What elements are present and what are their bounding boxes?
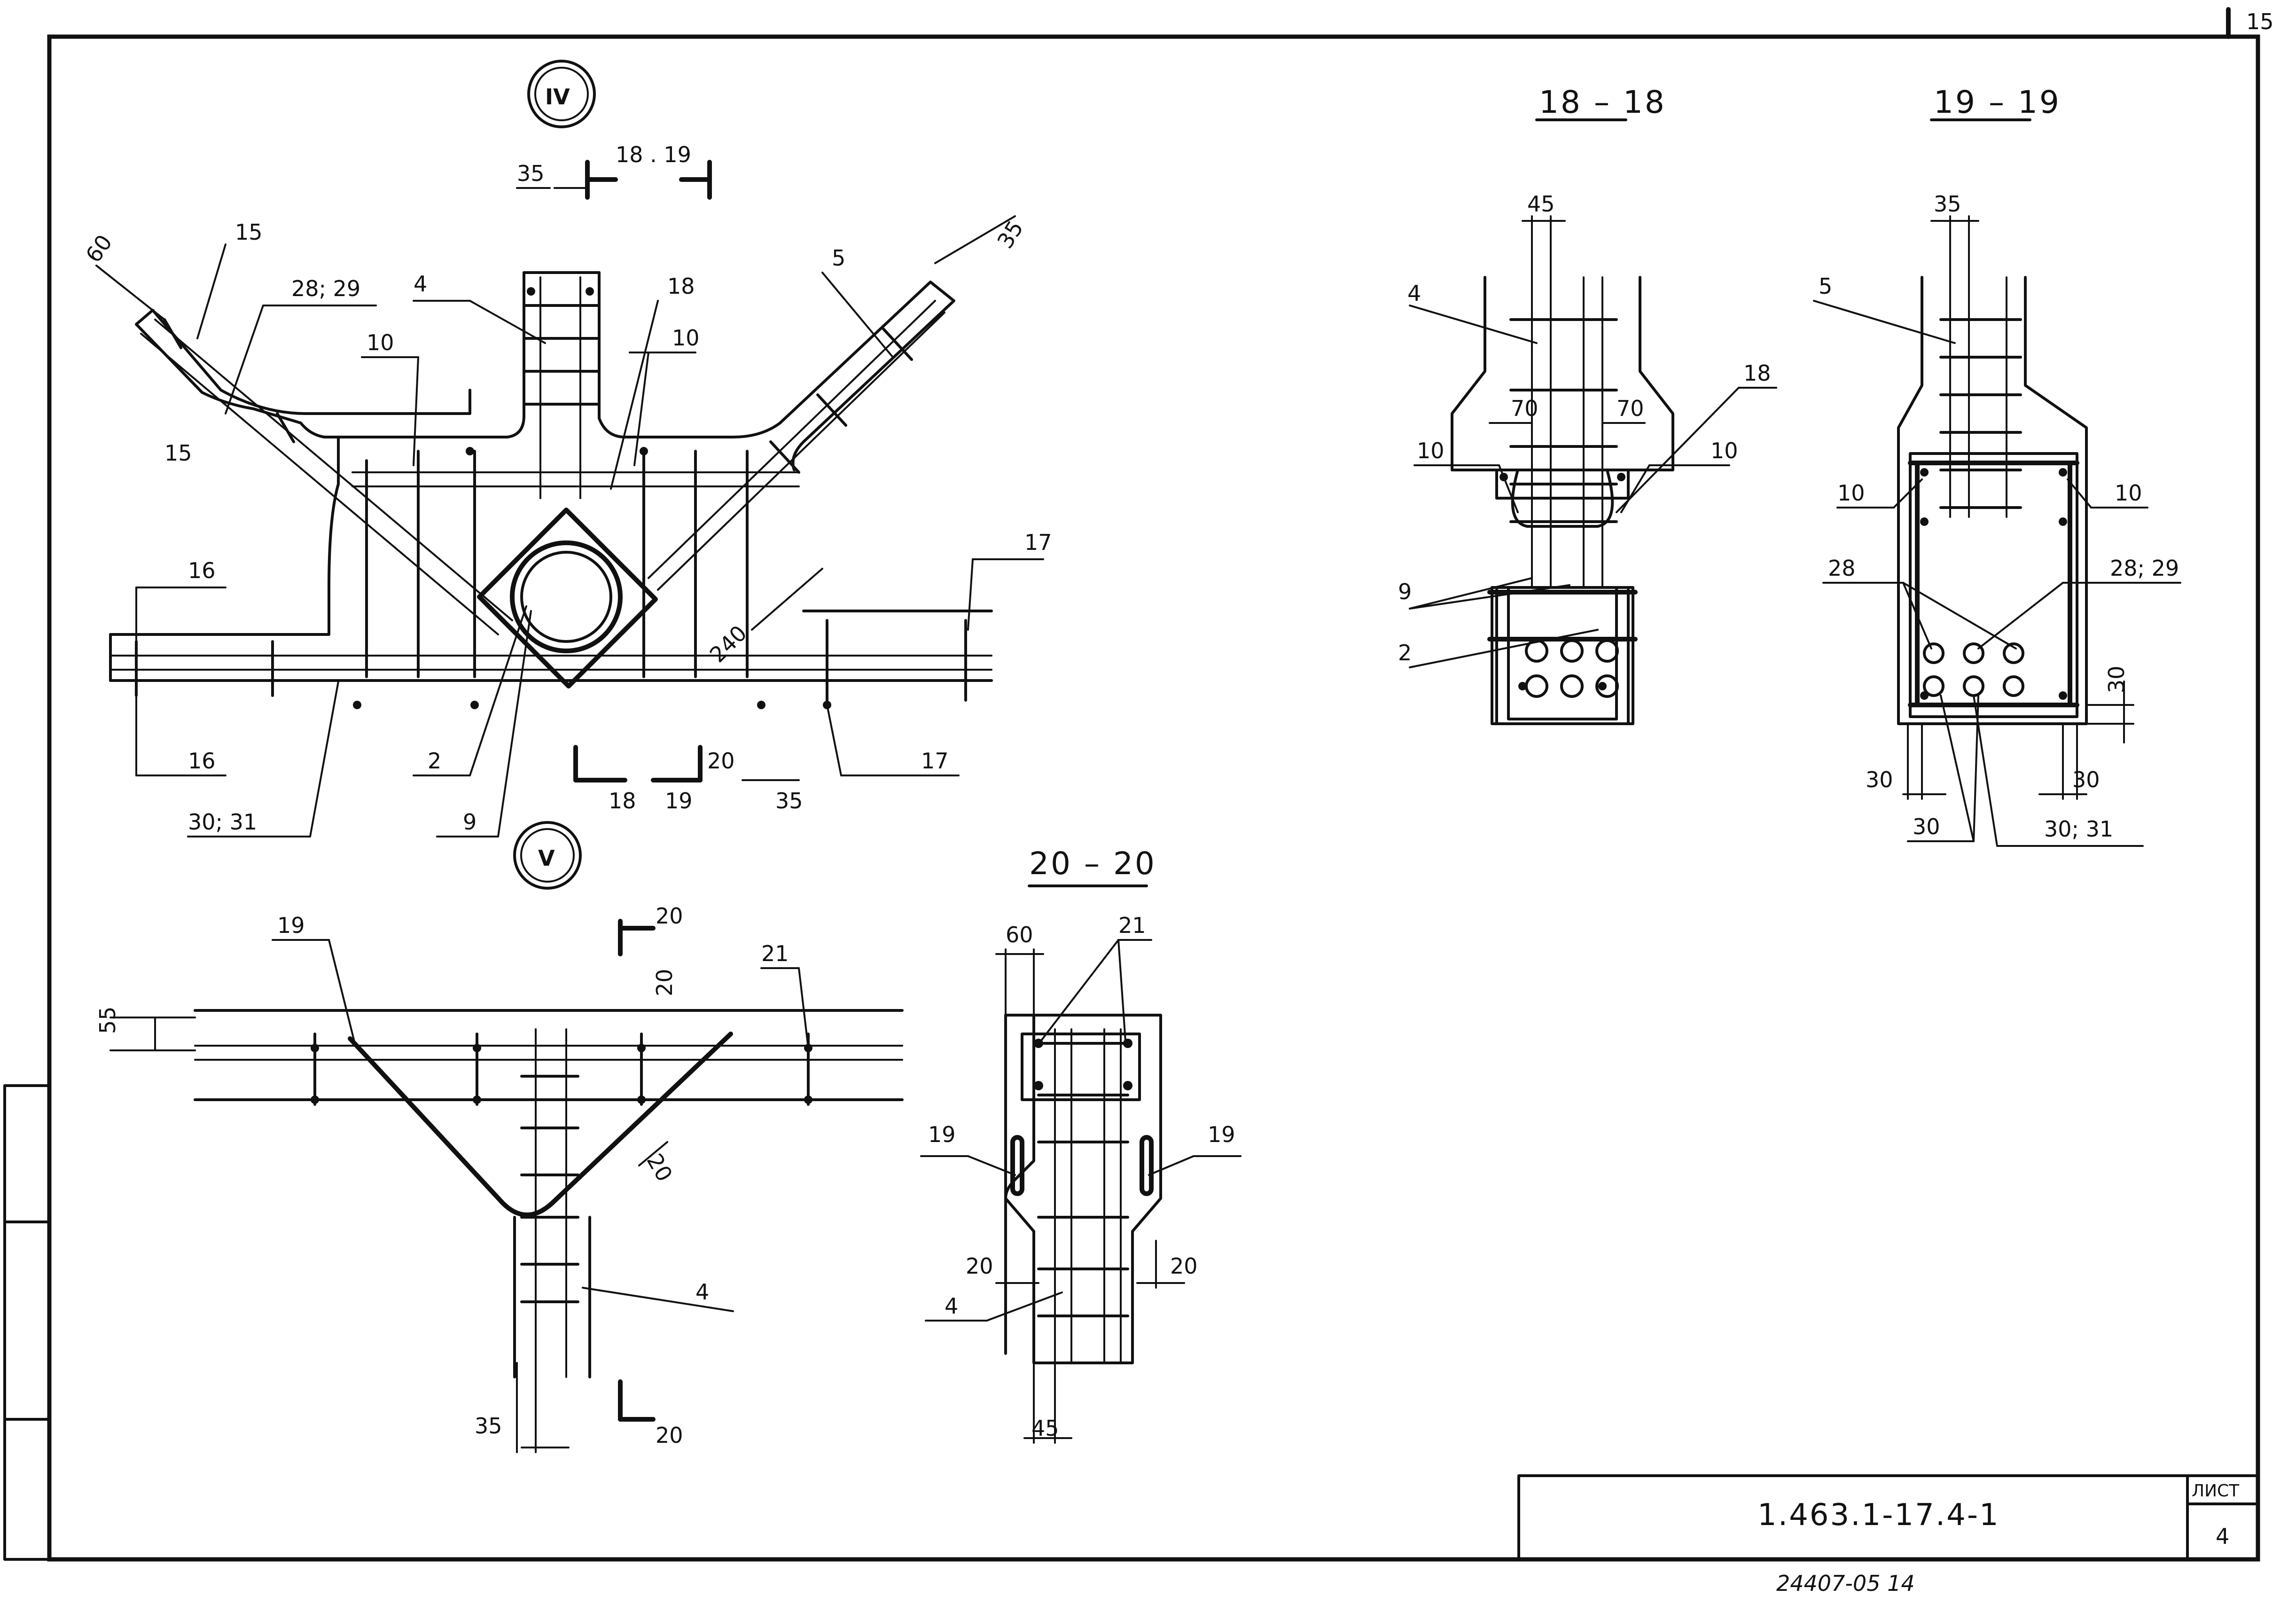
node-iv-label-15b: 15 — [164, 440, 192, 466]
section-19-label-5: 5 — [1819, 274, 1832, 299]
sheet-frame: 15 — [3, 7, 2274, 1562]
section-20-drawing — [920, 884, 1242, 1444]
section-20-label-4: 4 — [945, 1293, 958, 1319]
node-v-label-19: 19 — [277, 913, 305, 938]
node-iv-dim-35-diag: 35 — [992, 216, 1028, 253]
section-19-label-30: 30 — [1913, 814, 1940, 839]
node-iv-label-9: 9 — [463, 809, 476, 835]
node-iv-dim-35-top: 35 — [517, 161, 545, 186]
section-18-drawing — [1409, 118, 1777, 725]
section-19-label-28-29: 28; 29 — [2110, 556, 2179, 581]
section-20-title: 20 – 20 — [1029, 845, 1156, 882]
node-iv-label-4: 4 — [414, 271, 427, 297]
section-19-label-10a: 10 — [1837, 480, 1865, 506]
node-iv-dim-20: 20 — [707, 748, 735, 774]
node-iv-label-28-29: 28; 29 — [291, 276, 360, 301]
section-20-dim-20b: 20 — [1170, 1253, 1198, 1279]
node-v-drawing — [109, 821, 904, 1453]
node-iv-label-16b: 16 — [188, 748, 216, 774]
node-iv-section-bottom-18: 18 — [609, 788, 636, 814]
section-18-label-2: 2 — [1398, 640, 1412, 665]
node-v-label-21: 21 — [761, 941, 789, 966]
section-18-label-4: 4 — [1407, 281, 1421, 306]
node-v-dim-20-top: 20 — [652, 969, 677, 996]
node-iv-label-18: 18 — [667, 274, 695, 299]
section-18-label-10b: 10 — [1710, 438, 1738, 463]
section-18-label-9: 9 — [1398, 579, 1412, 604]
node-iv-label-2: 2 — [428, 748, 441, 774]
node-v-label-4: 4 — [695, 1279, 709, 1305]
section-19-label-10b: 10 — [2115, 480, 2142, 506]
section-19-dim-35: 35 — [1934, 191, 1961, 217]
section-18-dim-70b: 70 — [1617, 396, 1644, 421]
node-iv-label-17a: 17 — [1024, 530, 1052, 555]
section-20-dim-60: 60 — [1006, 922, 1033, 947]
section-18-dim-70a: 70 — [1511, 396, 1538, 421]
node-iv-label-30-31: 30; 31 — [188, 809, 257, 835]
section-18-label-10a: 10 — [1417, 438, 1445, 463]
section-20-dim-20a: 20 — [966, 1253, 993, 1279]
section-19-drawing — [1813, 118, 2181, 847]
sheet-label: ЛИСТ — [2192, 1481, 2240, 1501]
section-19-dim-30-right: 30 — [2104, 665, 2129, 693]
node-iv-label-10a: 10 — [367, 330, 394, 355]
sheet-number: 4 — [2216, 1524, 2229, 1549]
node-iv-dim-60: 60 — [80, 230, 117, 267]
node-iv-label-16a: 16 — [188, 558, 216, 583]
node-v-dim-55: 55 — [95, 1006, 120, 1034]
node-iv-section-bottom-19: 19 — [665, 788, 693, 814]
node-v-dim-20-diag: 20 — [642, 1150, 678, 1186]
node-v-section-top: 20 — [656, 903, 683, 929]
node-v-dim-35: 35 — [475, 1413, 502, 1439]
section-18-label-18: 18 — [1743, 360, 1771, 386]
section-18-dim-45: 45 — [1527, 191, 1555, 217]
section-19-label-30-31: 30; 31 — [2044, 816, 2113, 842]
node-iv-label-5: 5 — [832, 245, 845, 271]
section-19-dim-30-bl: 30 — [1866, 767, 1893, 792]
section-19-dim-30-br: 30 — [2072, 767, 2100, 792]
section-19-label-28: 28 — [1828, 556, 1856, 581]
section-18-title: 18 – 18 — [1539, 84, 1666, 120]
node-iv-drawing — [95, 60, 1044, 837]
node-iv-marker: IV — [545, 84, 570, 110]
node-iv-section-top: 18 . 19 — [616, 142, 691, 167]
section-19-title: 19 – 19 — [1934, 84, 2061, 120]
section-20-label-19b: 19 — [1208, 1122, 1235, 1147]
section-20-label-21: 21 — [1118, 913, 1146, 938]
drawing-code: 1.463.1-17.4-1 — [1757, 1498, 2000, 1533]
section-20-label-19a: 19 — [928, 1122, 956, 1147]
node-iv-label-10b: 10 — [672, 325, 700, 351]
node-iv-dim-35-bottom: 35 — [775, 788, 803, 814]
node-v-marker: V — [538, 845, 555, 871]
corner-mark: 15 — [2246, 9, 2274, 34]
node-v-section-bottom: 20 — [656, 1423, 683, 1448]
node-iv-dim-240: 240 — [705, 620, 752, 667]
node-iv-label-15a: 15 — [235, 219, 263, 245]
inventory-number: 24407-05 14 — [1776, 1571, 1915, 1596]
section-20-dim-45: 45 — [1031, 1416, 1059, 1441]
node-iv-label-17b: 17 — [921, 748, 949, 774]
